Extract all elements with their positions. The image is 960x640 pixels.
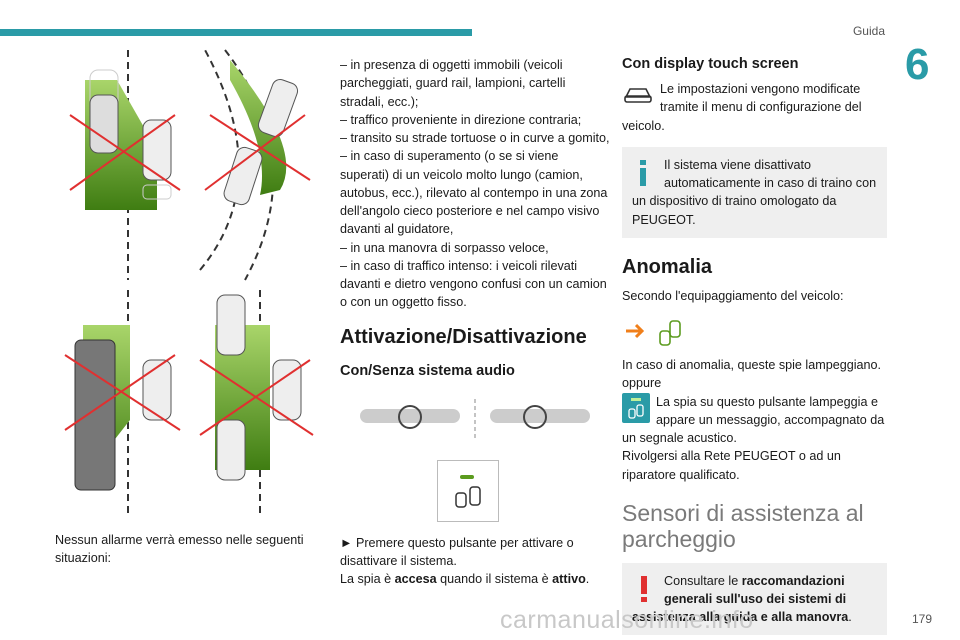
list-item: – in caso di traffico intenso: i veicoli… xyxy=(340,258,607,310)
audio-subheading: Con/Senza sistema audio xyxy=(340,362,515,379)
car-settings-icon xyxy=(624,88,652,103)
header-bar xyxy=(0,29,472,36)
oppure-text: oppure xyxy=(622,376,662,391)
chapter-number: 6 xyxy=(905,40,930,89)
conditions-column: – in presenza di oggetti immobili (veico… xyxy=(340,56,610,588)
scenario-truck-illustration xyxy=(64,290,181,518)
warning-note: Consultare le raccomandazioni generali s… xyxy=(622,562,887,636)
blind-spot-illustrations xyxy=(64,49,314,518)
steering-wheel-positions-icon xyxy=(360,398,590,439)
page-number: 179 xyxy=(911,612,932,626)
list-item: – in presenza di oggetti immobili (veico… xyxy=(340,58,566,109)
section-title: Guida xyxy=(852,24,885,38)
blind-spot-toggle-button[interactable] xyxy=(437,459,499,522)
illustrations-column: Nessun allarme verrà emesso nelle seguen… xyxy=(55,40,315,568)
touchscreen-paragraph: Le impostazioni vengono modificate trami… xyxy=(622,82,862,133)
status-line: La spia è accesa quando il sistema è att… xyxy=(340,572,590,586)
list-item: – in caso di superamento (o se si viene … xyxy=(340,149,608,237)
list-item: – traffico proveniente in direzione cont… xyxy=(340,112,582,127)
anomaly-text: In caso di anomalia, queste spie lampegg… xyxy=(622,358,882,372)
warning-lamps-icon xyxy=(626,320,681,346)
list-item: – in una manovra di sorpasso veloce, xyxy=(340,240,549,255)
info-icon xyxy=(640,159,646,186)
anomaly-intro: Secondo l'equipaggiamento del veicolo: xyxy=(622,288,844,303)
touchscreen-heading: Con display touch screen xyxy=(622,56,799,72)
toggle-instruction: ► Premere questo pulsante per attivare o… xyxy=(340,535,574,568)
parking-sensors-heading: Sensori di assistenza al parcheggio xyxy=(622,499,864,553)
info-note: Il sistema viene disattivato automaticam… xyxy=(622,146,887,238)
warning-icon xyxy=(641,575,647,602)
no-alert-caption: Nessun allarme verrà emesso nelle seguen… xyxy=(55,533,304,566)
blind-spot-button-icon xyxy=(622,392,650,423)
watermark: carmanualsonline.info xyxy=(500,606,754,634)
list-item: – transito su strade tortuose o in curve… xyxy=(340,131,610,145)
anomaly-button-paragraph: La spia su questo pulsante lampeggia e a… xyxy=(622,392,885,445)
settings-column: Con display touch screen Le impostazioni… xyxy=(622,56,887,636)
blind-spot-icon xyxy=(455,474,481,508)
anomaly-contact: Rivolgersi alla Rete PEUGEOT o ad un rip… xyxy=(622,449,841,482)
scenario-parked-vehicles-illustration xyxy=(69,50,181,280)
scenario-curve-illustration xyxy=(199,49,311,281)
anomaly-heading: Anomalia xyxy=(622,255,713,278)
condition-list: – in presenza di oggetti immobili (veico… xyxy=(340,56,610,312)
activation-heading: Attivazione/Disattivazione xyxy=(340,325,587,348)
scenario-heavy-traffic-illustration xyxy=(199,290,314,518)
